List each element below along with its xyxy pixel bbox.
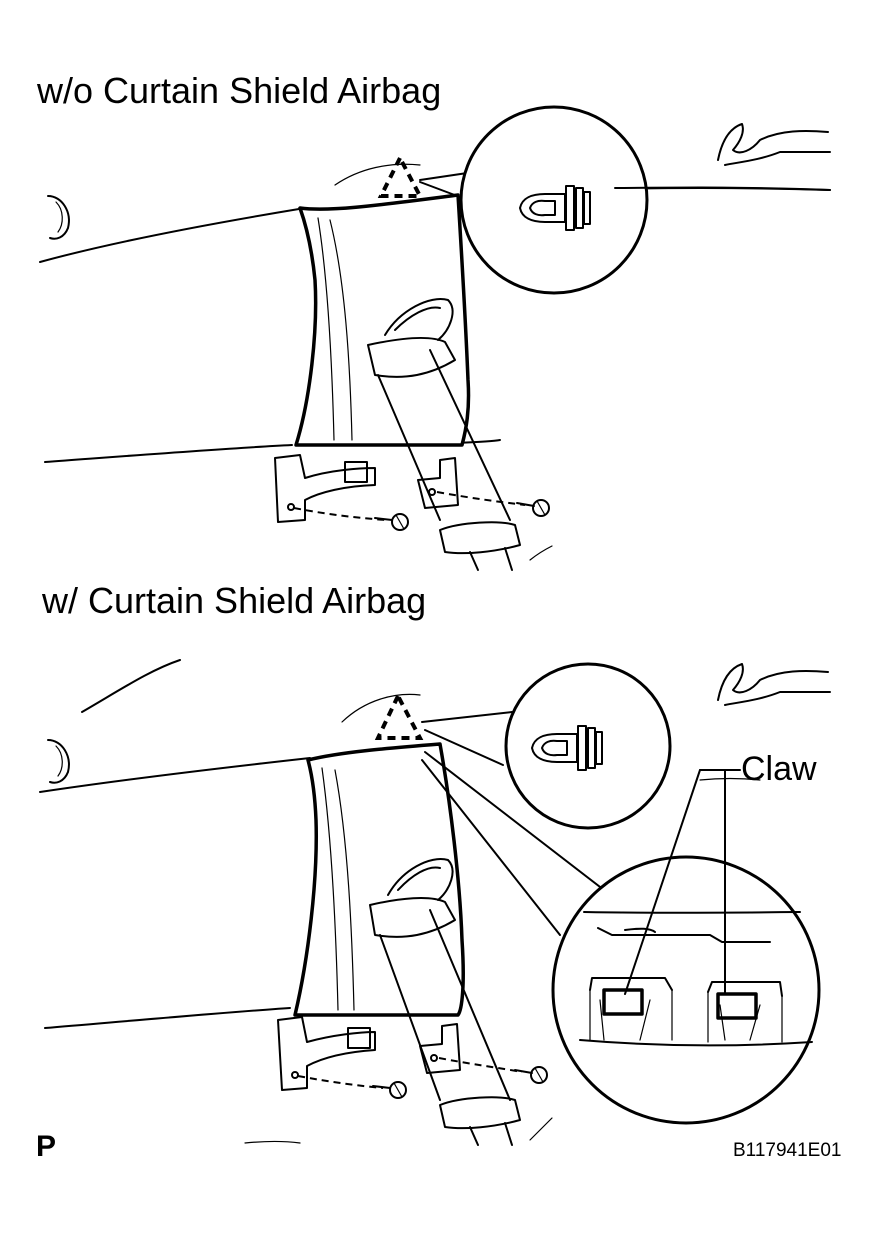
roof-curve xyxy=(81,659,181,713)
screw-icon xyxy=(514,1066,548,1084)
belt-anchor-icon xyxy=(439,521,521,555)
lower-bracket-right xyxy=(417,457,459,509)
assist-grip-icon xyxy=(717,123,829,161)
heading-without-curtain-shield-airbag: w/o Curtain Shield Airbag xyxy=(37,70,442,111)
clip-icon xyxy=(531,725,603,771)
belt-guide-icon xyxy=(367,337,456,378)
lower-body-line xyxy=(44,1007,291,1029)
pillar-trim xyxy=(293,742,465,1017)
screw-icon xyxy=(374,513,409,531)
top-illustration xyxy=(39,105,831,571)
lower-bracket-left xyxy=(277,1016,376,1091)
assist-grip-icon xyxy=(717,663,829,701)
belt-slot-icon xyxy=(387,858,454,901)
heading-with-curtain-shield-airbag: w/ Curtain Shield Airbag xyxy=(42,580,427,621)
belt-guide-icon xyxy=(369,897,456,938)
claw-icon xyxy=(602,988,644,1016)
latch-shape-icon xyxy=(47,195,70,240)
headliner-curve xyxy=(334,163,421,186)
pillar-trim xyxy=(294,193,471,447)
claw-leader-line xyxy=(624,769,701,995)
seat-belt-webbing xyxy=(377,374,441,521)
bottom-illustration xyxy=(39,659,831,1146)
belt-slot-icon xyxy=(384,298,454,341)
screw-icon xyxy=(516,499,550,517)
lower-body-line xyxy=(44,444,293,463)
claw-detail-magnifier xyxy=(551,855,821,1125)
clip-icon xyxy=(519,185,591,231)
claw-icon xyxy=(716,992,758,1020)
figure-code: B117941E01 xyxy=(733,1140,842,1161)
roof-edge-line xyxy=(39,207,306,263)
latch-shape-icon xyxy=(47,739,70,784)
p-marker: P xyxy=(36,1130,57,1163)
clip-location-triangle xyxy=(377,153,424,198)
lower-bracket-left xyxy=(274,454,376,523)
lower-bracket-right xyxy=(419,1023,461,1074)
claw-callout-label: Claw xyxy=(741,750,817,788)
screw-icon xyxy=(372,1081,407,1099)
headliner-curve xyxy=(341,693,421,723)
clip-location-triangle xyxy=(374,691,424,740)
belt-anchor-icon xyxy=(439,1096,521,1130)
roof-edge-line xyxy=(39,757,311,793)
